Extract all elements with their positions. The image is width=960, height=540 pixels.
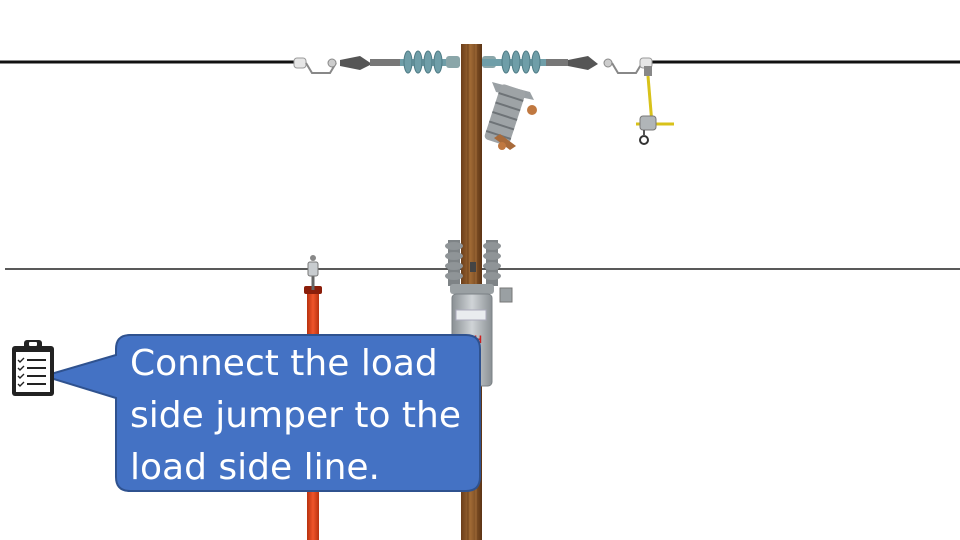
left-suspension-insulator: [400, 50, 460, 74]
left-dead-end-clamp: [293, 56, 402, 74]
hot-line-clamp[interactable]: [636, 66, 674, 145]
right-suspension-insulator: [482, 50, 547, 74]
instruction-callout: [40, 334, 481, 492]
transformer-bushing-left: [445, 240, 463, 286]
clipboard-checklist-icon[interactable]: [12, 340, 54, 396]
instruction-text: Connect the load side jumper to the load…: [130, 343, 461, 488]
right-dead-end-clamp: [546, 56, 653, 74]
fuse-cutout[interactable]: [484, 82, 537, 150]
transformer-bushing-right: [483, 240, 501, 286]
